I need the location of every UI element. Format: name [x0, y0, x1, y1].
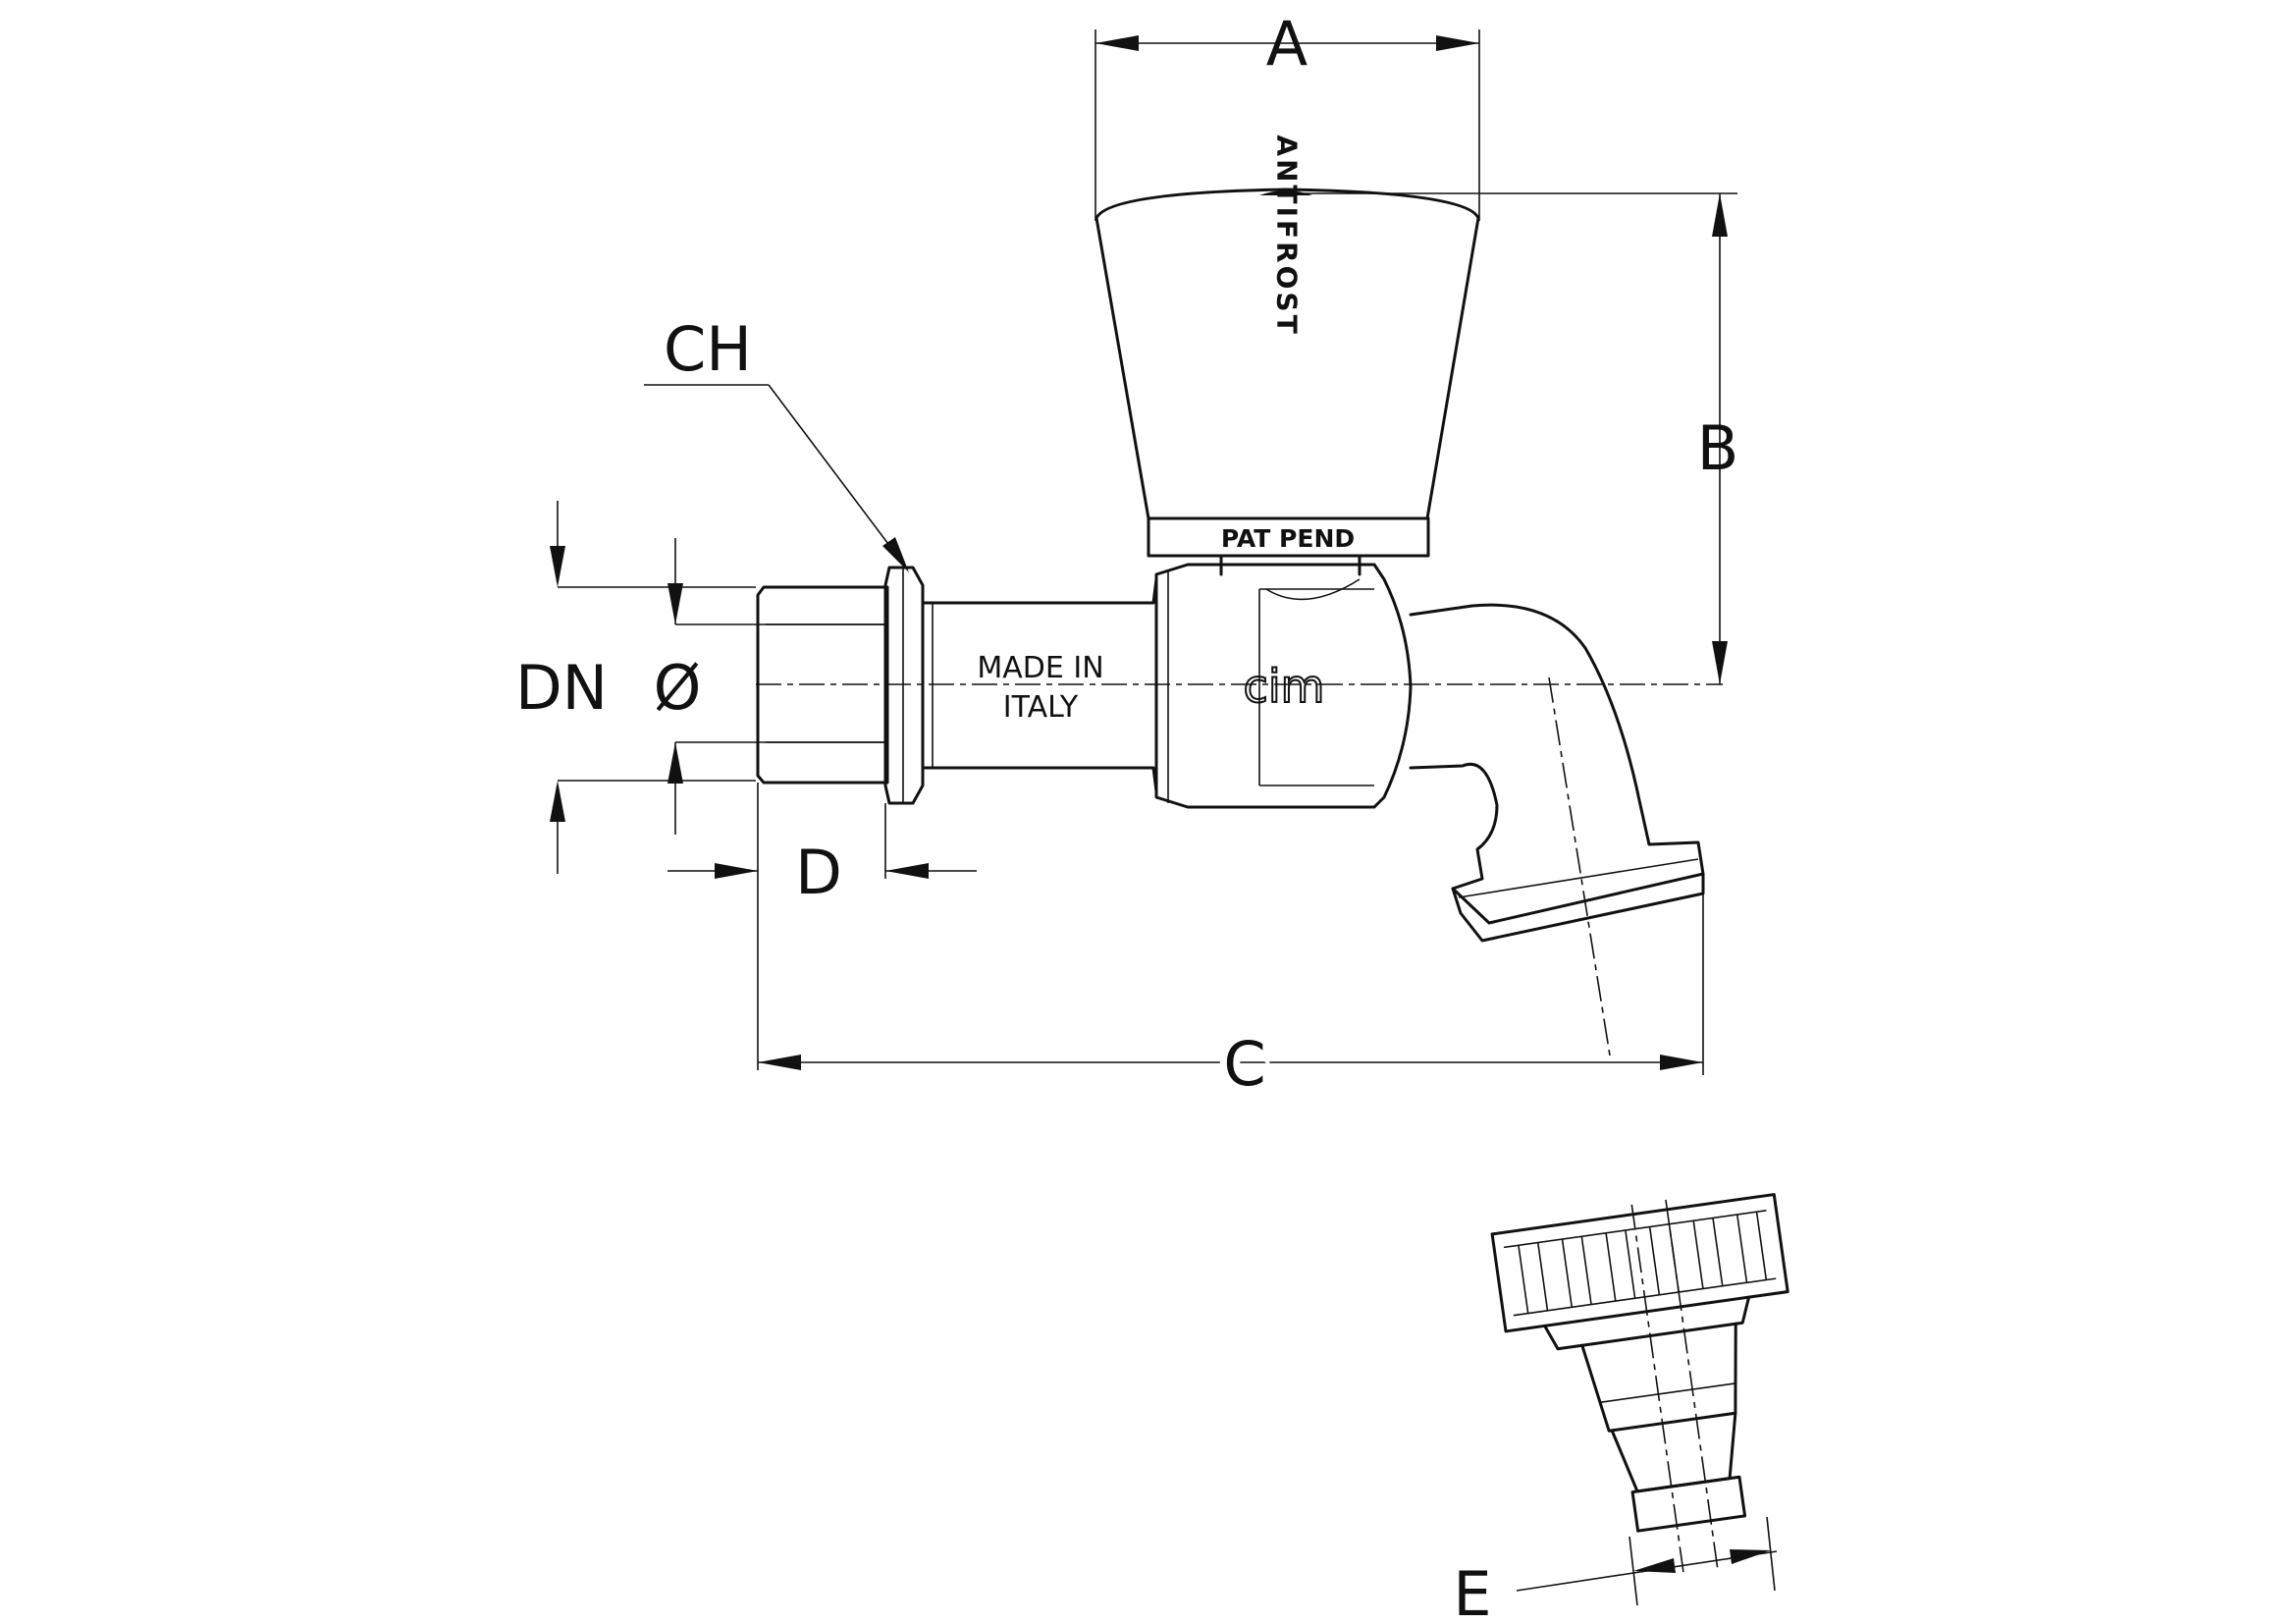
valve-body: MADE IN ITALY cim [756, 563, 1705, 943]
spout-axis [1548, 677, 1611, 1056]
label-dn: DN [515, 652, 608, 724]
dimension-c: C [758, 884, 1704, 1107]
ch-leader: CH [644, 313, 909, 572]
ring-text-pat-pend: PAT PEND [1221, 524, 1355, 553]
dimension-d: D [667, 783, 977, 1070]
dimension-e: E [1453, 1516, 1778, 1624]
label-d: D [795, 837, 842, 908]
label-c: C [1223, 1028, 1265, 1100]
label-e: E [1453, 1558, 1491, 1624]
hose-connector-detail [1490, 1193, 1789, 1575]
dimension-a: A [1095, 8, 1480, 221]
pat-pend-ring [1147, 516, 1430, 558]
dimension-b: B [1276, 192, 1739, 684]
knurling [1518, 1212, 1768, 1314]
label-a: A [1266, 8, 1308, 80]
logo-cim: cim [1244, 660, 1325, 713]
marking-italy: ITALY [1003, 690, 1079, 725]
label-b: B [1697, 412, 1739, 484]
marking-made-in: MADE IN [977, 651, 1103, 685]
handle: ANTIFROST PAT PEND [1095, 135, 1480, 576]
handle-text-antifrost: ANTIFROST [1271, 135, 1304, 336]
dimension-dn-diameter: DN Ø [515, 501, 888, 874]
label-ch: CH [664, 313, 752, 385]
label-diameter: Ø [654, 652, 702, 724]
